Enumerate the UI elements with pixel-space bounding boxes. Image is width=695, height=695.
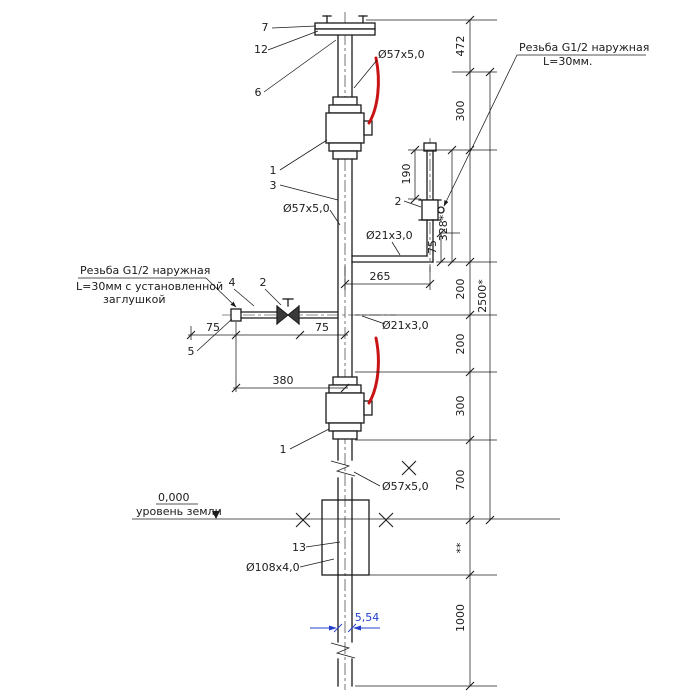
dim-380-label: 380 [273,374,294,387]
item-3-label: 3 [270,179,277,192]
dim-2500-label: 2500* [476,279,489,313]
blue-arrow-right-icon [329,625,337,631]
dim-700-label: 700 [454,470,467,491]
ground-level [132,503,560,520]
blue-dimension [310,623,380,633]
dim-265-label: 265 [370,270,391,283]
dimension-ticks [186,15,495,691]
note-left-line1: Резьба G1/2 наружная [80,264,210,277]
spec-21-right-label: Ø21х3,0 [366,229,413,242]
annotation-notes: Резьба G1/2 наружная L=30мм. Резьба G1/2… [76,41,649,518]
note-left-line3: заглушкой [103,293,166,306]
branch-valve-handle-icon [437,206,445,214]
spec-21-left-label: Ø21х3,0 [382,319,429,332]
lower-valve-handle-icon [367,336,380,405]
note-right-line2: L=30мм. [543,55,592,68]
dimension-labels: 472 300 190 328* 75 200 200 300 700 ** 1… [206,36,489,633]
item-6-label: 6 [255,86,262,99]
dim-190-label: 190 [400,164,413,185]
item-number-labels: 7 12 6 1 3 2 4 2 5 1 13 [188,21,402,554]
item-5-label: 5 [188,345,195,358]
end-plug [230,308,242,322]
dim-472-label: 472 [454,36,467,57]
weld-mark-icons [295,460,417,528]
dim-1000-label: 1000 [454,604,467,632]
dim-300-mid-label: 300 [454,396,467,417]
ground-text-label: уровень земли [136,505,222,518]
ground-level-arrow-icon [212,511,220,519]
spec-57-top-label: Ø57х5,0 [378,48,425,61]
dim-stars-label: ** [454,542,467,554]
item-7-label: 7 [262,21,269,34]
dim-200-a-label: 200 [454,279,467,300]
spec-57-low-label: Ø57х5,0 [382,480,429,493]
right-branch [351,142,445,263]
upper-valve-handle-icon [367,56,380,125]
note-left-line2: L=30мм с установленной [76,280,223,293]
dim-75-left-b-label: 75 [315,321,329,334]
pipe-spec-labels: Ø57х5,0 Ø57х5,0 Ø21х3,0 Ø21х3,0 Ø57х5,0 … [246,48,429,574]
upper-ball-valve [325,56,380,160]
item-12-label: 12 [254,43,268,56]
dim-75-left-a-label: 75 [206,321,220,334]
item-13-label: 13 [292,541,306,554]
dim-75-right-label: 75 [426,240,439,254]
main-riser-pipe [337,34,353,687]
casing-pipe [321,499,370,576]
ground-elevation-label: 0,000 [158,491,190,504]
item-4-label: 4 [229,276,236,289]
leader-lines [78,25,646,568]
dim-554-label: 5,54 [355,611,380,624]
blue-arrow-left-icon [353,625,361,631]
item-2-right-label: 2 [395,195,402,208]
note-right-line1: Резьба G1/2 наружная [519,41,649,54]
dim-200-b-label: 200 [454,334,467,355]
dim-300-top-label: 300 [454,101,467,122]
item-2-left-label: 2 [260,276,267,289]
item-1-top-label: 1 [270,164,277,177]
spec-108-label: Ø108х4,0 [246,561,300,574]
left-branch [230,298,339,326]
pipe-break-icons [330,460,356,659]
dim-328-label: 328* [437,214,450,241]
item-1-bottom-label: 1 [280,443,287,456]
spec-57-mid-label: Ø57х5,0 [283,202,330,215]
extension-lines [190,19,497,687]
lower-ball-valve [325,336,380,440]
